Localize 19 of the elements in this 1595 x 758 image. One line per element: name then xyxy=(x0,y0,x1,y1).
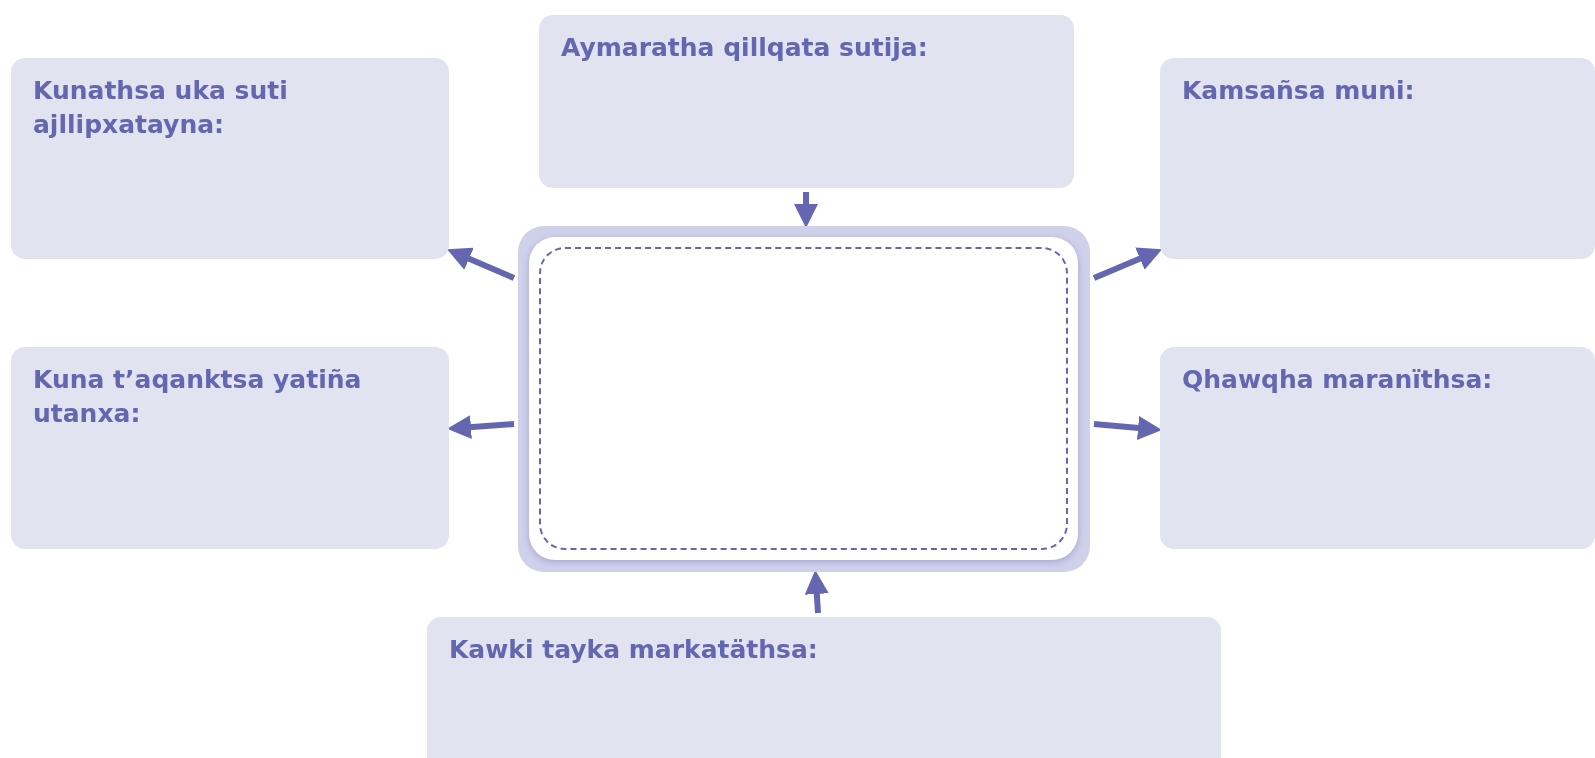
prompt-card xyxy=(1160,347,1595,549)
prompt-card xyxy=(11,347,449,549)
prompt-text: Kuna t’aqanktsa yatiña utanxa: xyxy=(33,364,363,430)
prompt-text: Aymaratha qillqata sutija: xyxy=(561,32,929,64)
prompt-text: Qhawqha maranïthsa: xyxy=(1182,364,1494,396)
arrow xyxy=(447,415,515,440)
arrow xyxy=(794,192,818,228)
prompt-card xyxy=(1160,58,1595,259)
prompt-text: Kunathsa uka suti ajllipxatayna: xyxy=(33,75,289,141)
prompt-card xyxy=(539,15,1074,188)
prompt-card xyxy=(427,617,1221,758)
prompt-text: Kawki tayka markatäthsa: xyxy=(449,634,819,666)
arrow xyxy=(1093,416,1162,440)
answer-frame xyxy=(518,226,1090,572)
arrow xyxy=(804,570,829,614)
prompt-card xyxy=(11,58,449,259)
arrow xyxy=(1092,247,1163,281)
prompt-text: Kamsañsa muni: xyxy=(1182,75,1416,107)
arrow xyxy=(446,247,516,281)
